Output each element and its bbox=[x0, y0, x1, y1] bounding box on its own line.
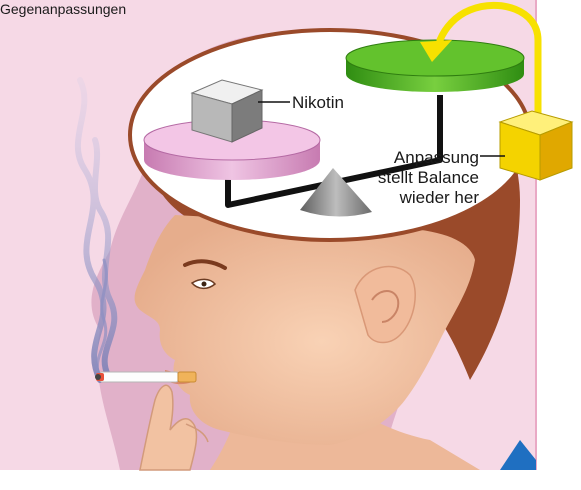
nicotine-label: Nikotin bbox=[292, 93, 344, 112]
adaptation-label-line2: stellt Balance bbox=[378, 168, 479, 187]
adaptation-label-line3: wieder her bbox=[399, 188, 480, 207]
nicotine-cube bbox=[192, 80, 262, 142]
header-text: Gegenanpassungen bbox=[0, 1, 126, 17]
adaptation-cube bbox=[500, 111, 572, 180]
adaptation-label-line1: Anpassung bbox=[394, 148, 479, 167]
right-margin bbox=[536, 0, 581, 490]
bottom-margin bbox=[0, 470, 536, 490]
cigarette bbox=[95, 372, 196, 382]
pupil bbox=[202, 282, 207, 287]
